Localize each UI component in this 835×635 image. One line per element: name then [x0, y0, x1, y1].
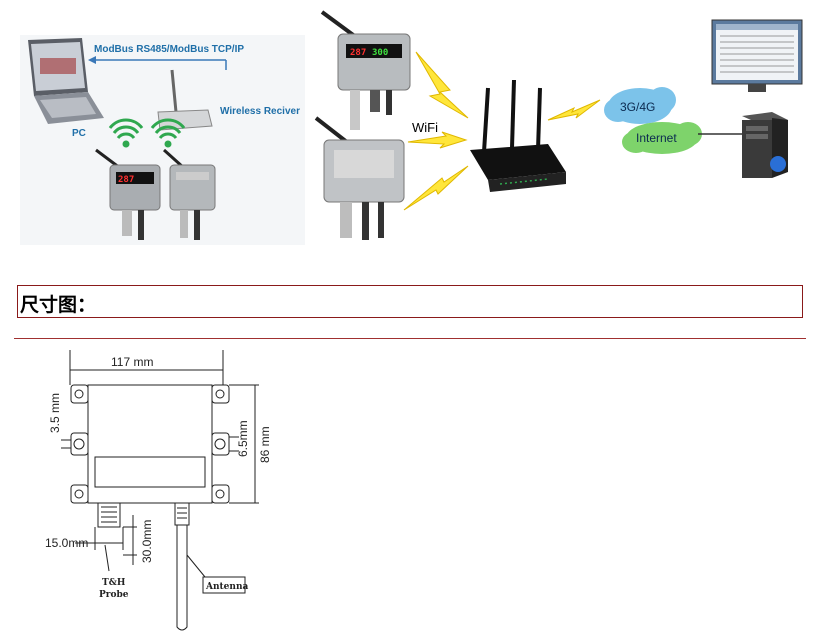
probe-offset-dimension: 15.0mm	[45, 536, 88, 550]
divider-line	[14, 338, 806, 339]
section-title: 尺寸图：	[20, 294, 97, 316]
system-topology-diagram: PC ModBus RS485/ModBus TCP/IP Wireless R…	[20, 10, 803, 245]
cloud-internet: Internet	[622, 122, 702, 154]
probe-label-line2: Probe	[99, 590, 129, 600]
hole-offset-dimension: 3.5 mm	[48, 393, 62, 433]
probe-label-line1: T&H	[102, 578, 126, 588]
probe-length-dimension: 30.0mm	[140, 520, 154, 563]
laptop-pc-icon	[28, 38, 104, 124]
antenna-label: Antenna	[205, 582, 248, 592]
wifi-signal-icon	[108, 118, 144, 148]
computer-tower-icon	[742, 112, 788, 178]
modbus-label: ModBus RS485/ModBus TCP/IP	[94, 44, 244, 55]
svg-text:287: 287	[118, 175, 134, 185]
height-dimension: 86 mm	[258, 426, 272, 463]
svg-text:300: 300	[372, 48, 388, 58]
wifi-signal-icon	[150, 118, 186, 148]
wireless-link-icons	[403, 51, 601, 211]
wifi-sensor-plain	[314, 116, 405, 240]
svg-text:3G/4G: 3G/4G	[620, 100, 655, 114]
wifi-label: WiFi	[412, 120, 438, 135]
router-icon	[470, 79, 566, 192]
wireless-receiver-icon	[157, 69, 213, 131]
svg-text:Internet: Internet	[636, 131, 677, 145]
monitor-icon	[711, 19, 803, 92]
width-dimension: 117 mm	[111, 355, 153, 369]
sensor-device-display: 287	[95, 148, 161, 240]
edge-offset-dimension: 6.5mm	[236, 420, 250, 457]
svg-text:287: 287	[350, 48, 366, 58]
section-title-box: 尺寸图：	[17, 285, 803, 318]
receiver-label: Wireless Reciver	[220, 106, 300, 117]
cloud-3g4g: 3G/4G	[604, 87, 676, 124]
pc-label: PC	[72, 128, 86, 139]
sensor-device-plain	[162, 148, 216, 240]
dimension-drawing: 117 mm 3.5 mm 6.5mm 86 mm 15.0mm 30.0mm …	[45, 350, 272, 631]
wifi-sensor-display: 287 300	[320, 10, 411, 130]
